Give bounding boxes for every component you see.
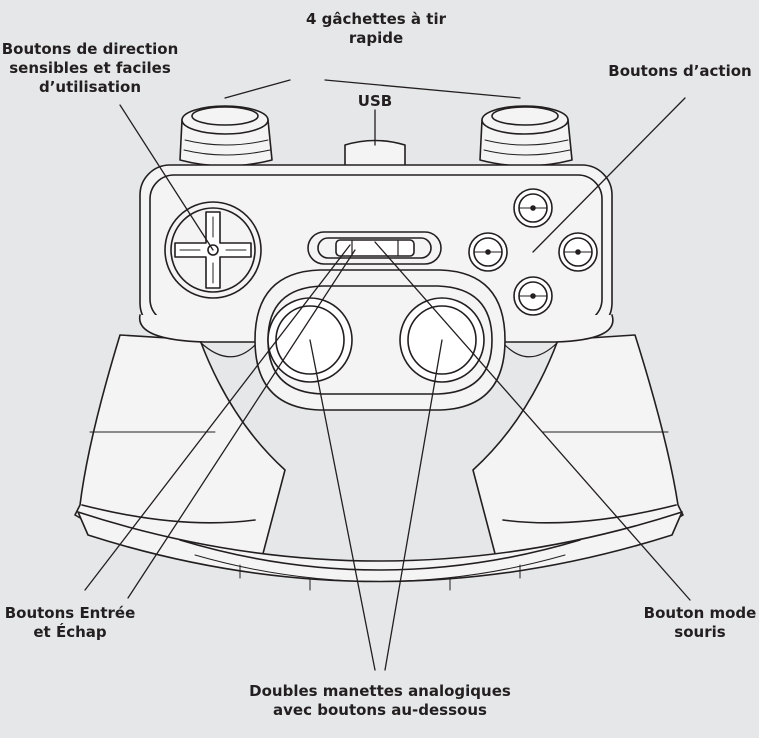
label-usb: USB bbox=[350, 92, 400, 111]
label-enter-escape-line2: et Échap bbox=[33, 623, 107, 641]
label-action-buttons: Boutons d’action bbox=[600, 62, 759, 81]
trigger-icon-left bbox=[179, 105, 273, 167]
trigger-icon-right bbox=[479, 105, 573, 167]
label-mouse-mode-line1: Bouton mode bbox=[643, 604, 757, 622]
label-analog-sticks: Doubles manettes analogiques avec bouton… bbox=[230, 682, 530, 720]
label-triggers-line2: rapide bbox=[348, 29, 404, 47]
label-enter-escape-line1: Boutons Entrée bbox=[4, 604, 136, 622]
label-dpad-line2: sensibles et faciles bbox=[9, 59, 171, 77]
action-button-icon-group bbox=[468, 188, 598, 316]
label-triggers-line1: 4 gâchettes à tir bbox=[306, 10, 446, 28]
label-analog-sticks-line2: avec boutons au-dessous bbox=[273, 701, 487, 719]
label-enter-escape: Boutons Entrée et Échap bbox=[0, 604, 140, 642]
label-dpad-line1: Boutons de direction bbox=[1, 40, 179, 58]
label-analog-sticks-line1: Doubles manettes analogiques bbox=[249, 682, 511, 700]
label-dpad: Boutons de direction sensibles et facile… bbox=[0, 40, 180, 97]
label-usb-text: USB bbox=[357, 92, 393, 110]
label-mouse-mode-line2: souris bbox=[674, 623, 726, 641]
label-triggers: 4 gâchettes à tir rapide bbox=[286, 10, 466, 48]
label-mouse-mode: Bouton mode souris bbox=[640, 604, 759, 642]
label-dpad-line3: d’utilisation bbox=[38, 78, 142, 96]
label-action-text: Boutons d’action bbox=[608, 62, 752, 80]
leader-lines bbox=[84, 79, 691, 671]
